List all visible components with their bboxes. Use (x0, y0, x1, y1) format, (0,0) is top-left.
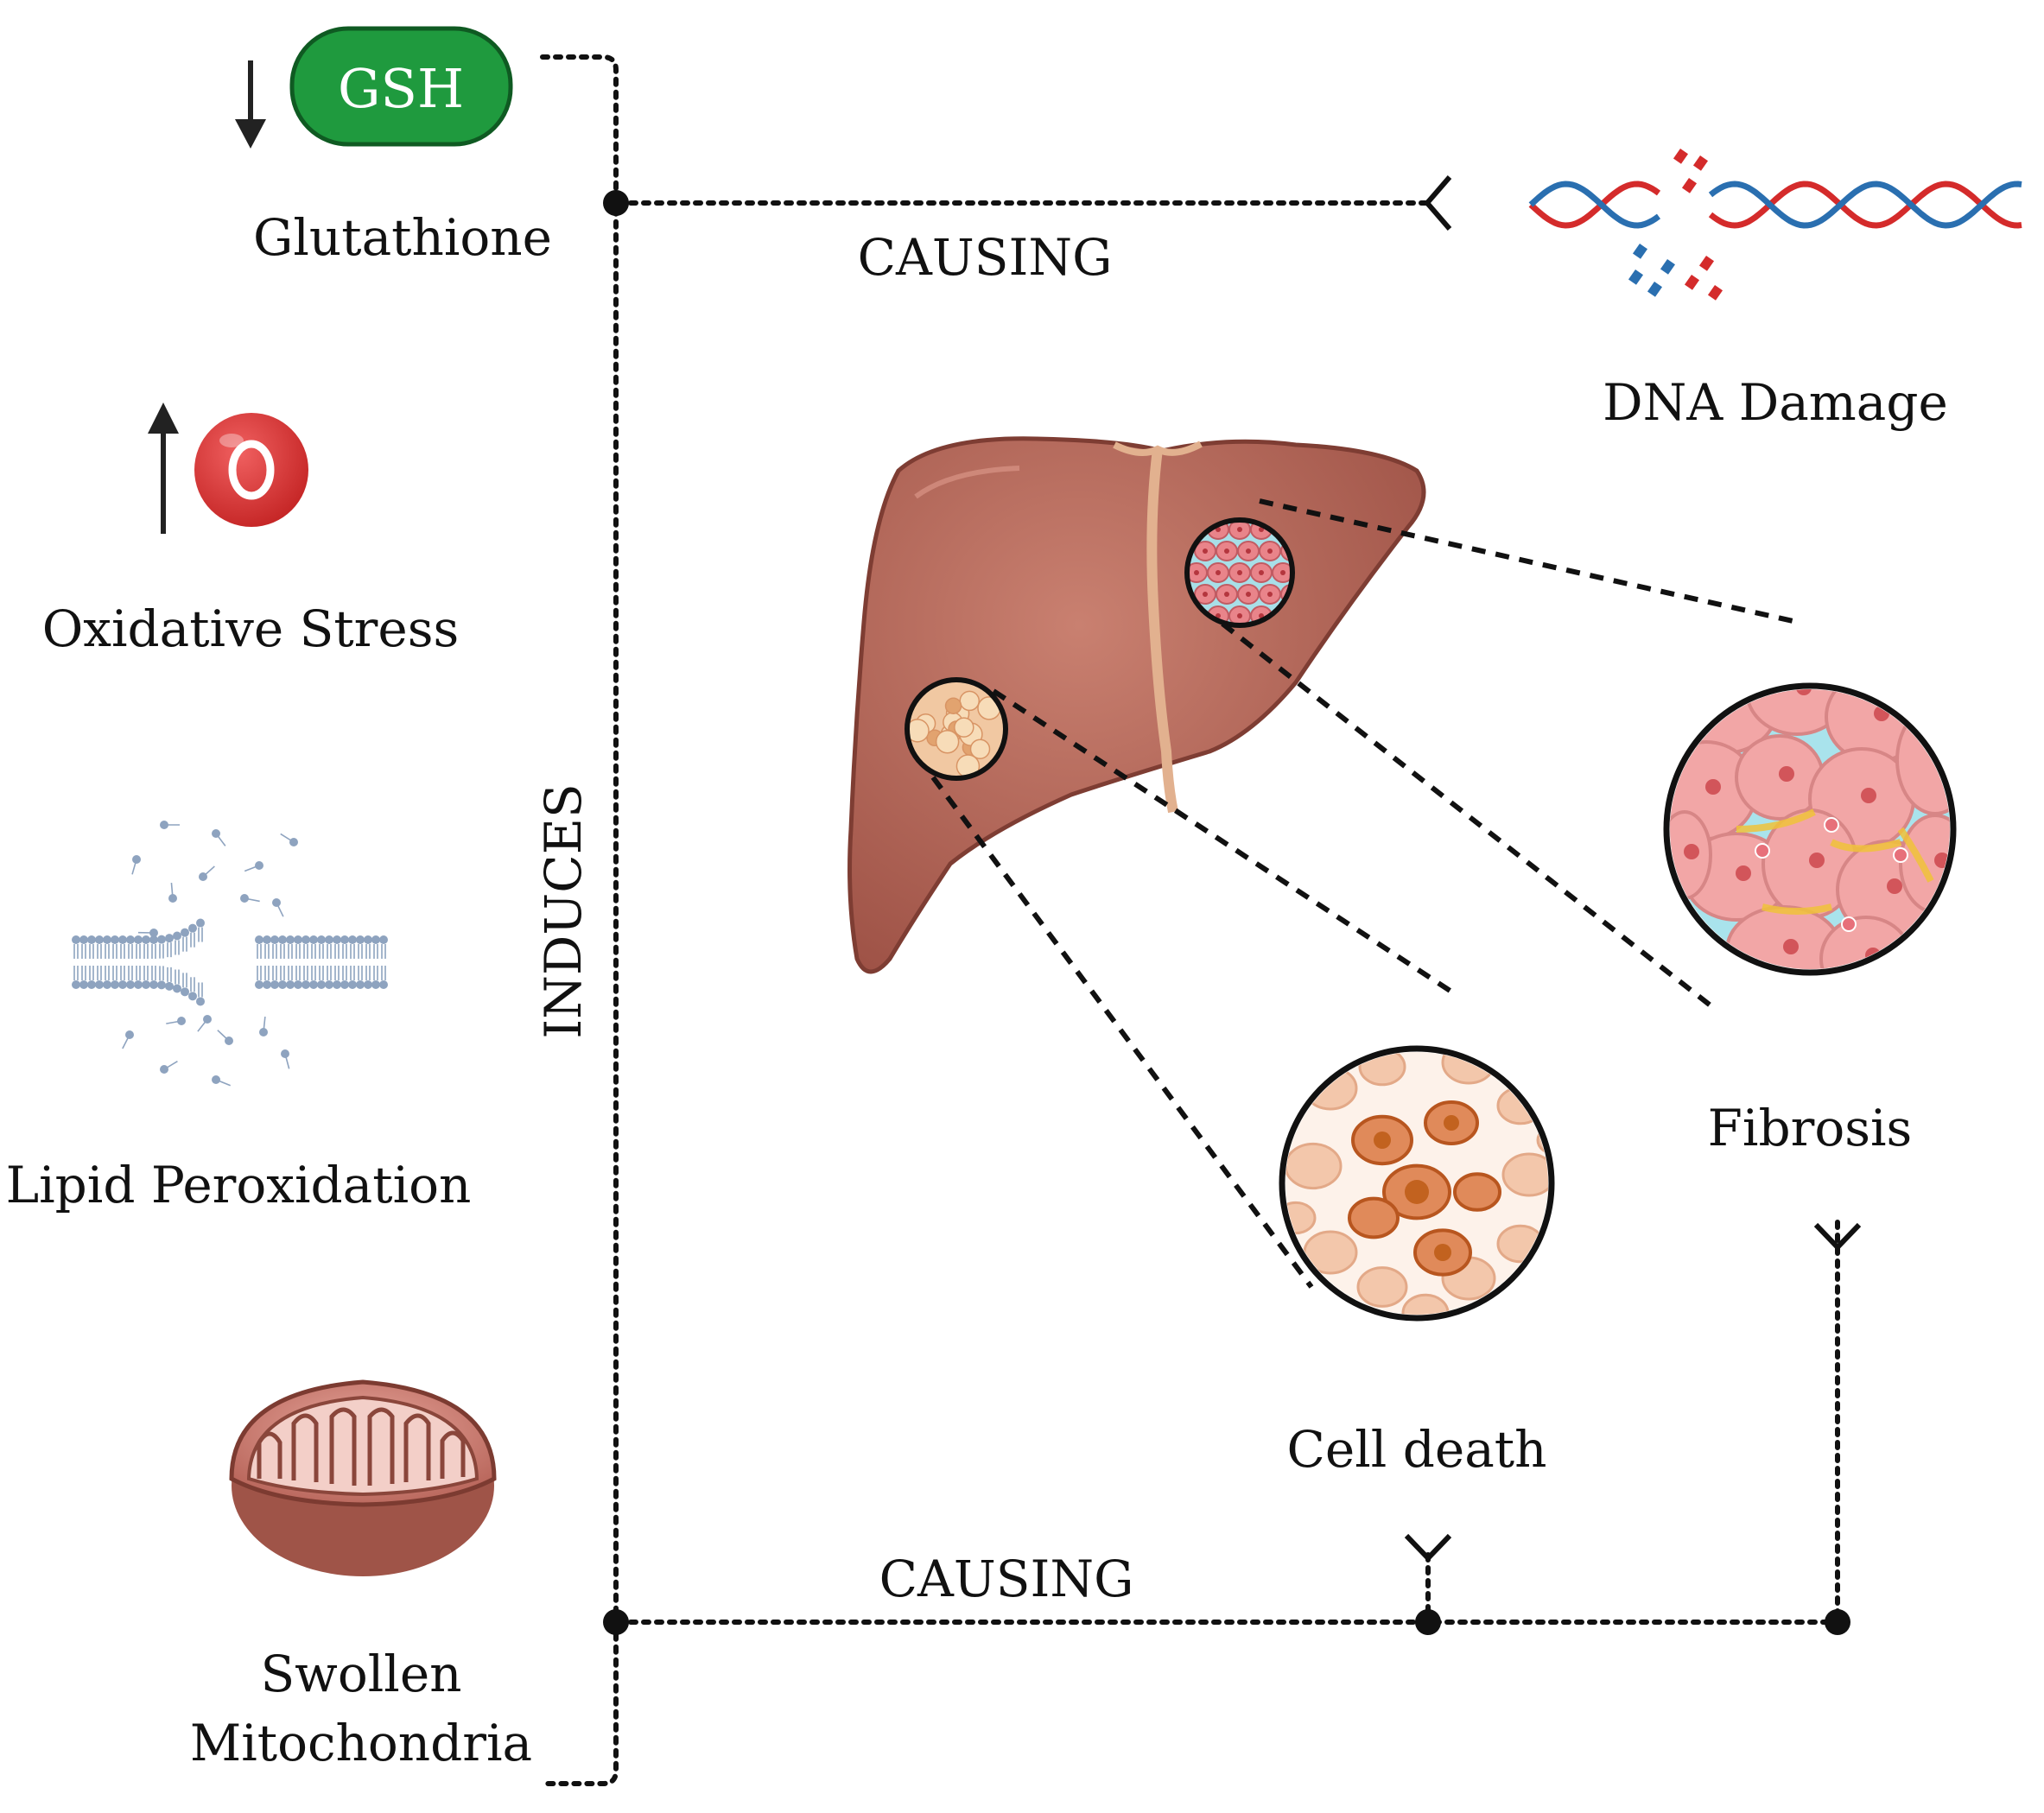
arrow-head-cell-death (1404, 1533, 1452, 1563)
lipid-peroxidation-group: Lipid Peroxidation (6, 821, 472, 1214)
glutathione-label: Glutathione (253, 208, 552, 267)
dna-icon (1528, 149, 2022, 301)
induces-label: INDUCES (534, 783, 593, 1039)
induces-bracket-line (540, 54, 619, 1786)
up-arrow-icon (148, 403, 179, 534)
node-dot-bottom-left (603, 1609, 629, 1635)
cell-death-label: Cell death (1287, 1420, 1547, 1479)
arrow-head-dna (1424, 175, 1452, 231)
membrane-icon (72, 821, 388, 1087)
dna-damage-label: DNA Damage (1603, 373, 1948, 432)
fibrosis-label: Fibrosis (1708, 1099, 1913, 1157)
node-dot-fibrosis (1825, 1609, 1850, 1635)
ros-icon (194, 413, 308, 527)
causing-top-label: CAUSING (858, 228, 1113, 287)
cell-death-detail-icon (1279, 1045, 1555, 1322)
node-dot-top (603, 190, 629, 216)
fibrosis-detail-icon (1663, 682, 1957, 976)
mitochondria-label: Mitochondria (190, 1714, 532, 1772)
dna-damage-group: DNA Damage (1528, 149, 2022, 432)
swollen-label: Swollen (260, 1645, 461, 1703)
mitochondria-group: Swollen Mitochondria (190, 1379, 532, 1772)
oxidative-stress-group: Oxidative Stress (42, 403, 460, 658)
zoom-lines (930, 498, 1798, 1289)
arrow-head-fibrosis (1813, 1222, 1862, 1252)
liver-fibrosis-site-icon (1184, 517, 1295, 628)
connector-lines (540, 54, 1862, 1786)
glutathione-group: GSH Glutathione (235, 26, 552, 267)
mitochondria-icon (229, 1379, 497, 1576)
gsh-badge-label: GSH (338, 57, 464, 120)
lipid-peroxidation-label: Lipid Peroxidation (6, 1156, 472, 1214)
gsh-badge (289, 26, 513, 147)
causing-bottom-label: CAUSING (879, 1550, 1134, 1608)
node-dot-cell-death (1415, 1609, 1441, 1635)
liver-cell-death-site-icon (905, 677, 1008, 781)
oxidative-stress-label: Oxidative Stress (42, 599, 460, 658)
down-arrow-icon (235, 60, 266, 149)
